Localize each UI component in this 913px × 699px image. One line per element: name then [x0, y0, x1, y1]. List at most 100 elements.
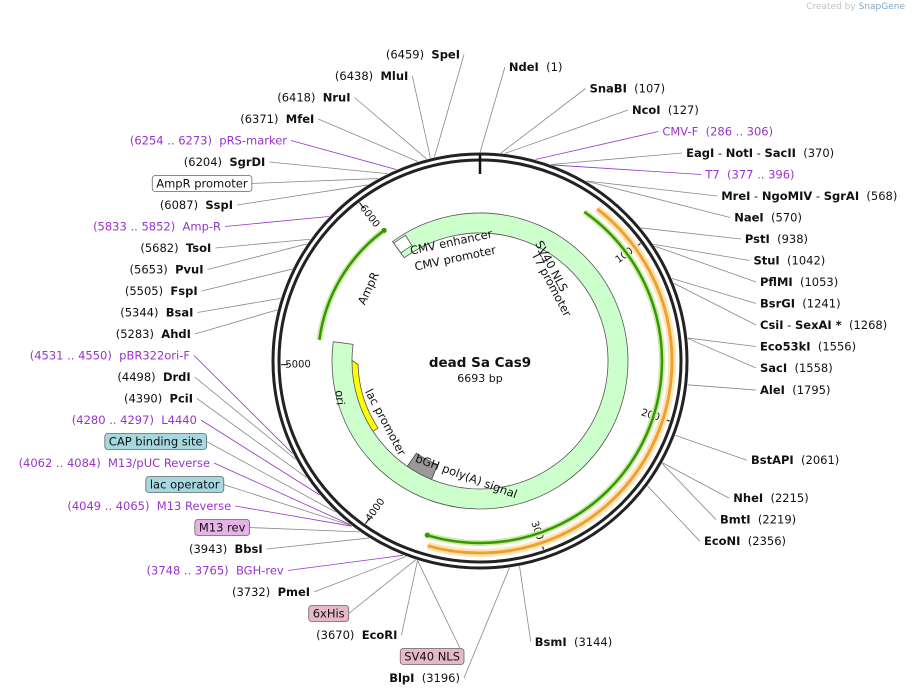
site-6087-sspi: (6087) SspI: [160, 198, 233, 212]
leader-line: [266, 537, 370, 550]
site-part: MfeI: [286, 112, 315, 126]
site-4280-4297-l4440: (4280 .. 4297) L4440: [72, 413, 197, 427]
site-part: (370): [796, 146, 834, 160]
leader-line: [236, 184, 368, 206]
leader-line: [251, 178, 379, 184]
site-5682-tsoi: (5682) TsoI: [140, 241, 211, 255]
site-text: NcoI (127): [632, 103, 699, 117]
site-part: BstAPI: [751, 453, 794, 467]
site-part: (6087): [160, 198, 206, 212]
orf-end: [381, 227, 387, 233]
leader-line: [201, 268, 293, 292]
site-ampr-promoter: AmpR promoter: [151, 175, 253, 192]
site-text: EcoNI (2356): [704, 534, 786, 548]
site-saci-1558: SacI (1558): [760, 361, 833, 375]
site-part: -: [750, 189, 761, 203]
site-text: NdeI (1): [509, 60, 563, 74]
site-part: DrdI: [163, 370, 191, 384]
leader-line: [551, 152, 683, 165]
site-3670-ecori: (3670) EcoRI: [316, 628, 397, 642]
site-6459-spei: (6459) SpeI: [386, 48, 460, 62]
site-part: (3943): [189, 542, 235, 556]
site-bsmi-3144: BsmI (3144): [535, 635, 612, 649]
site-6418-nrui: (6418) NruI: [277, 91, 350, 105]
site-text: AmpR promoter: [156, 177, 248, 191]
leader-line: [215, 238, 311, 249]
site-part: (6204): [184, 155, 230, 169]
leader-line: [223, 484, 352, 526]
site-6xhis: 6xHis: [308, 605, 350, 622]
orf-arc: [426, 210, 664, 545]
site-text: NheI (2215): [733, 491, 808, 505]
site-cap-binding-site: CAP binding site: [104, 433, 207, 450]
leader-line: [654, 245, 757, 283]
leader-line: [647, 485, 701, 542]
site-part: (6418): [277, 91, 323, 105]
site-part: SgrAI: [824, 189, 859, 203]
site-5653-pvui: (5653) PvuI: [130, 263, 204, 277]
site-part: (3748 .. 3765) BGH-rev: [147, 564, 284, 578]
site-psti-938: PstI (938): [745, 232, 808, 246]
site-text: lac operator: [150, 478, 220, 492]
tick-mark: [359, 202, 365, 209]
site-stui-1042: StuI (1042): [753, 254, 825, 268]
site-5505-fspi: (5505) FspI: [125, 284, 198, 298]
site-text: 6xHis: [313, 607, 345, 621]
site-text: (6418) NruI: [277, 91, 350, 105]
feature-ampr: [331, 212, 629, 510]
leader-line: [313, 556, 407, 593]
site-text: (6204) SgrDI: [184, 155, 266, 169]
credit-prefix: Created by: [806, 2, 856, 12]
site-text: NaeI (570): [734, 211, 802, 225]
site-cmv-f-286-306: CMV-F (286 .. 306): [662, 125, 773, 139]
leader-line: [197, 297, 281, 313]
site-part: (938): [770, 232, 808, 246]
site-csii-sexai-1268: CsiI - SexAI * (1268): [760, 318, 887, 332]
site-text: EagI - NotI - SacII (370): [686, 146, 834, 160]
feature-label-ampr: AmpR: [355, 270, 382, 307]
site-lac-operator: lac operator: [145, 476, 225, 493]
leader-line: [463, 567, 510, 679]
leader-line: [290, 140, 397, 170]
site-text: (5505) FspI: [125, 284, 198, 298]
site-part: CsiI: [760, 318, 784, 332]
site-part: (5344): [120, 306, 166, 320]
site-part: (127): [661, 103, 699, 117]
leader-line: [687, 337, 757, 347]
site-part: CAP binding site: [109, 435, 203, 449]
orf-arc: [318, 229, 385, 341]
site-text: CsiI - SexAI * (1268): [760, 318, 887, 332]
feature-box: [399, 648, 465, 665]
site-text: MreI - NgoMIV - SgrAI (568): [721, 189, 897, 203]
site-part: (4062 .. 4084) M13/pUC Reverse: [19, 456, 211, 470]
site-part: (2061): [794, 453, 840, 467]
leader-line: [417, 560, 465, 657]
site-part: BsmI: [535, 635, 567, 649]
feature-ampr-promoter: [393, 234, 413, 254]
leader-line: [500, 88, 586, 154]
site-part: StuI: [753, 254, 779, 268]
site-text: (4390) PciI: [124, 392, 193, 406]
site-part: (570): [764, 211, 802, 225]
site-3748-3765-bgh-rev: (3748 .. 3765) BGH-rev: [147, 564, 284, 578]
site-part: FspI: [170, 284, 197, 298]
tick-label: 4000: [364, 497, 388, 524]
plasmid-name: dead Sa Cas9: [429, 355, 531, 371]
site-part: (1268): [842, 318, 888, 332]
leader-line: [479, 66, 506, 153]
credit-brand: SnapGene: [858, 2, 905, 12]
site-text: (4531 .. 4550) pBR322ori-F: [30, 349, 190, 363]
site-part: MluI: [380, 69, 408, 83]
site-text: BsmI (3144): [535, 635, 612, 649]
site-part: (6371): [240, 112, 286, 126]
site-text: (4498) DrdI: [117, 370, 190, 384]
site-text: (6459) SpeI: [386, 48, 460, 62]
site-bsrgi-1241: BsrGI (1241): [760, 297, 841, 311]
site-text: StuI (1042): [753, 254, 825, 268]
site-text: (5344) BsaI: [120, 306, 193, 320]
site-part: NruI: [323, 91, 351, 105]
site-part: (3670): [316, 628, 362, 642]
site-mrei-ngomiv-sgrai-568: MreI - NgoMIV - SgrAI (568): [721, 189, 897, 203]
leader-line: [354, 97, 427, 160]
site-nhei-2215: NheI (2215): [733, 491, 808, 505]
